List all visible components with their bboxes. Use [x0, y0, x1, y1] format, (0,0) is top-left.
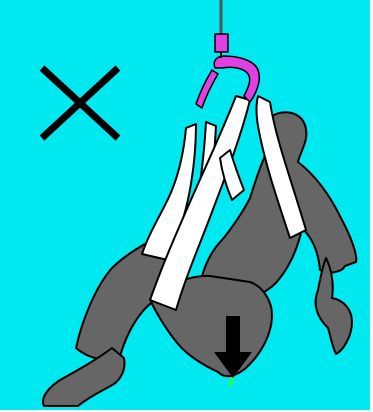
down-arrow-icon — [214, 316, 252, 387]
person-figure — [42, 111, 358, 407]
cross-mark-icon — [39, 65, 121, 141]
hook-icon — [195, 33, 261, 110]
sling-straps — [141, 95, 307, 311]
